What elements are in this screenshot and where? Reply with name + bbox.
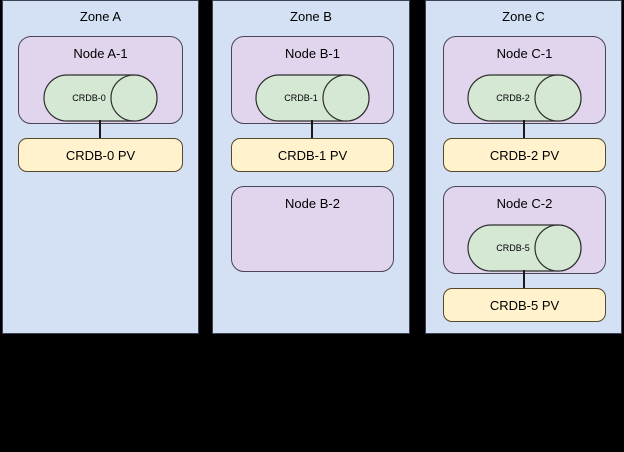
node-b-1-pv-connector <box>311 120 313 138</box>
node-b-1-title: Node B-1 <box>285 46 340 61</box>
cylinder-icon[interactable]: CRDB-2 <box>467 74 582 122</box>
node-b-2[interactable]: Node B-2 <box>231 186 394 272</box>
node-c-2-pv-connector <box>523 270 525 288</box>
crdb-1-pv[interactable]: CRDB-1 PV <box>231 138 394 172</box>
cylinder-icon[interactable]: CRDB-5 <box>467 224 582 272</box>
node-c-2-title: Node C-2 <box>496 196 553 211</box>
node-c-1-pv-connector <box>523 120 525 138</box>
crdb-5-pv[interactable]: CRDB-5 PV <box>443 288 606 322</box>
zone-b-title: Zone B <box>290 9 332 24</box>
node-a-1-title: Node A-1 <box>73 46 128 61</box>
crdb-2-pv[interactable]: CRDB-2 PV <box>443 138 606 172</box>
cylinder-icon[interactable]: CRDB-0 <box>43 74 158 122</box>
zone-c-title: Zone C <box>502 9 545 24</box>
node-c-1-title: Node C-1 <box>496 46 553 61</box>
crdb-0-pv[interactable]: CRDB-0 PV <box>18 138 183 172</box>
node-a-1-pv-connector <box>99 120 101 138</box>
cylinder-icon[interactable]: CRDB-1 <box>255 74 370 122</box>
zone-a-title: Zone A <box>79 9 122 24</box>
node-b-2-title: Node B-2 <box>285 196 340 211</box>
